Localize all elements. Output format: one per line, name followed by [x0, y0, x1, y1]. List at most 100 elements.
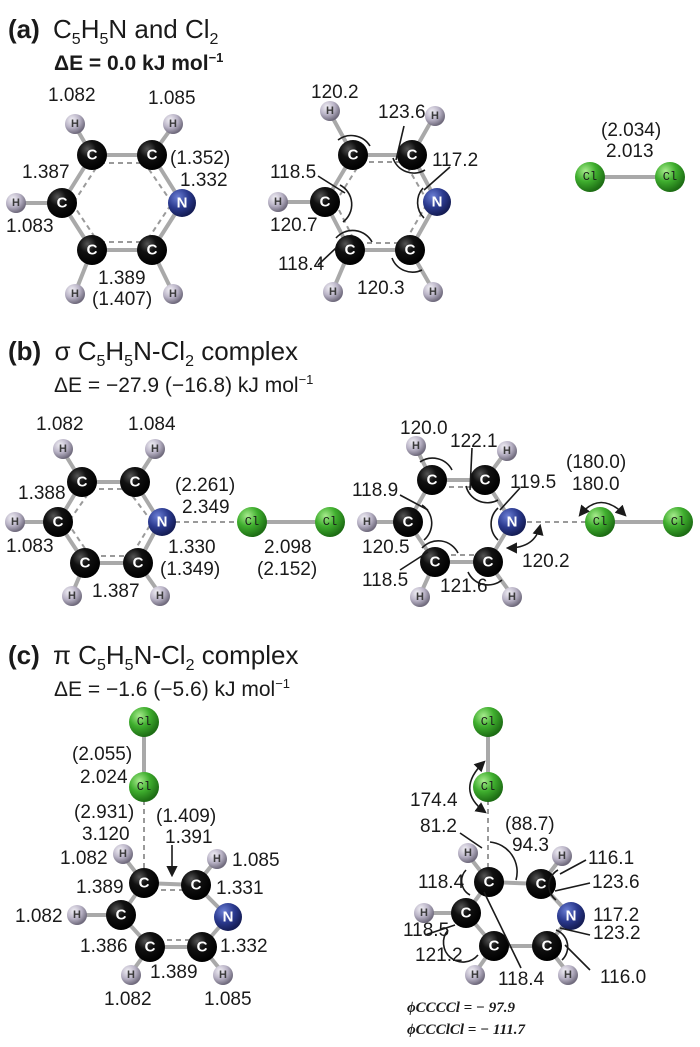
hydrogen-atom	[163, 114, 183, 134]
chlorine-atom	[575, 162, 605, 192]
panel-b-title: (b) σ C5H5N-Cl2 complex	[8, 336, 298, 370]
svg-text:C: C	[191, 877, 202, 894]
svg-text:N: N	[223, 909, 234, 926]
svg-text:116.0: 116.0	[600, 967, 646, 988]
svg-text:H: H	[326, 105, 334, 117]
panel-c-pyridine-lengths: Cl Cl H H H H H C C C N C C (2.055) 2.02…	[15, 707, 280, 1010]
svg-text:Cl: Cl	[323, 515, 337, 529]
svg-text:(1.409): (1.409)	[156, 806, 216, 827]
svg-text:1.391: 1.391	[165, 827, 213, 848]
svg-text:1.085: 1.085	[204, 989, 252, 1010]
svg-text:1.389: 1.389	[76, 877, 124, 898]
svg-text:C: C	[80, 555, 91, 572]
svg-text:119.5: 119.5	[510, 472, 556, 493]
svg-text:Cl: Cl	[481, 780, 495, 794]
svg-text:Cl: Cl	[137, 780, 151, 794]
svg-text:1.332: 1.332	[180, 170, 228, 191]
svg-text:123.2: 123.2	[593, 923, 641, 944]
panel-b-pyridine-angles: H H H H H C C C N C C Cl Cl 120.0	[352, 418, 693, 607]
svg-text:122.1: 122.1	[450, 431, 498, 452]
svg-text:H: H	[71, 288, 79, 300]
svg-text:H: H	[503, 445, 511, 457]
svg-text:1.388: 1.388	[18, 483, 66, 504]
svg-text:C: C	[197, 939, 208, 956]
svg-text:(2.152): (2.152)	[257, 559, 317, 580]
svg-text:121.6: 121.6	[440, 576, 488, 597]
svg-text:Cl: Cl	[663, 170, 677, 184]
svg-text:C: C	[147, 147, 158, 164]
svg-text:174.4: 174.4	[410, 790, 458, 811]
svg-text:1.082: 1.082	[48, 85, 96, 106]
svg-text:C: C	[427, 472, 438, 489]
svg-text:(2.261): (2.261)	[175, 475, 235, 496]
svg-text:180.0: 180.0	[572, 474, 620, 495]
svg-text:118.5: 118.5	[270, 162, 316, 183]
panel-c-energy: ΔE = −1.6 (−5.6) kJ mol−1	[54, 676, 290, 701]
carbon-atom	[77, 140, 107, 170]
svg-text:1.389: 1.389	[150, 962, 198, 983]
svg-text:118.4: 118.4	[278, 254, 325, 275]
panel-b: (b) σ C5H5N-Cl2 complex ΔE = −27.9 (−16.…	[5, 336, 693, 607]
svg-text:2.098: 2.098	[264, 537, 312, 558]
svg-text:C: C	[87, 147, 98, 164]
panel-c: (c) π C5H5N-Cl2 complex ΔE = −1.6 (−5.6)…	[8, 640, 646, 1038]
svg-text:2.013: 2.013	[606, 141, 654, 162]
svg-text:117.2: 117.2	[432, 150, 478, 171]
svg-text:(2.055): (2.055)	[72, 744, 132, 765]
svg-text:(1.349): (1.349)	[160, 559, 220, 580]
panel-a: (a) C5H5N and Cl2 ΔE = 0.0 kJ mol−1 H H …	[6, 14, 685, 310]
svg-text:H: H	[412, 440, 420, 452]
svg-text:118.5: 118.5	[403, 920, 449, 941]
svg-text:H: H	[508, 591, 516, 603]
svg-text:2.349: 2.349	[182, 497, 230, 518]
svg-text:H: H	[71, 118, 79, 130]
svg-text:H: H	[219, 969, 227, 981]
svg-text:(2.931): (2.931)	[74, 802, 134, 823]
svg-text:120.0: 120.0	[400, 418, 448, 439]
svg-text:H: H	[564, 969, 572, 981]
carbon-atom	[137, 235, 167, 265]
svg-text:1.082: 1.082	[36, 414, 84, 435]
svg-text:H: H	[416, 591, 424, 603]
panel-c-pyridine-angles: Cl Cl H H H H H C C C N C C 174	[403, 707, 646, 1038]
panel-a-energy: ΔE = 0.0 kJ mol−1	[54, 50, 223, 75]
panel-c-title: (c) π C5H5N-Cl2 complex	[8, 640, 299, 674]
svg-text:120.7: 120.7	[270, 215, 318, 236]
svg-text:N: N	[157, 514, 168, 531]
svg-text:H: H	[73, 909, 81, 921]
hydrogen-atom	[163, 284, 183, 304]
svg-text:C: C	[542, 938, 553, 955]
svg-text:C: C	[53, 514, 64, 531]
svg-text:1.387: 1.387	[92, 581, 140, 602]
svg-text:Cl: Cl	[481, 715, 495, 729]
svg-text:C: C	[489, 938, 500, 955]
svg-text:Cl: Cl	[137, 715, 151, 729]
svg-text:81.2: 81.2	[420, 816, 457, 837]
svg-text:C: C	[483, 554, 494, 571]
svg-text:H: H	[68, 590, 76, 602]
svg-text:1.387: 1.387	[22, 162, 70, 183]
svg-text:C: C	[133, 555, 144, 572]
svg-text:C: C	[145, 939, 156, 956]
svg-text:(1.352): (1.352)	[170, 148, 230, 169]
svg-text:120.3: 120.3	[357, 278, 405, 299]
svg-text:118.5: 118.5	[362, 570, 408, 591]
svg-text:2.024: 2.024	[80, 767, 128, 788]
svg-text:1.330: 1.330	[168, 537, 216, 558]
svg-text:C: C	[348, 147, 359, 164]
svg-text:94.3: 94.3	[512, 835, 549, 856]
hydrogen-atom	[65, 284, 85, 304]
svg-text:N: N	[432, 194, 443, 211]
svg-text:H: H	[119, 848, 127, 860]
nitrogen-atom	[168, 189, 196, 217]
svg-text:116.1: 116.1	[588, 848, 634, 869]
svg-text:1.386: 1.386	[80, 936, 128, 957]
svg-text:Cl: Cl	[245, 515, 259, 529]
svg-text:1.082: 1.082	[60, 848, 108, 869]
svg-text:Cl: Cl	[593, 515, 607, 529]
svg-text:C: C	[116, 907, 127, 924]
svg-text:H: H	[464, 847, 472, 859]
svg-text:(2.034): (2.034)	[601, 120, 661, 141]
svg-text:C: C	[139, 875, 150, 892]
